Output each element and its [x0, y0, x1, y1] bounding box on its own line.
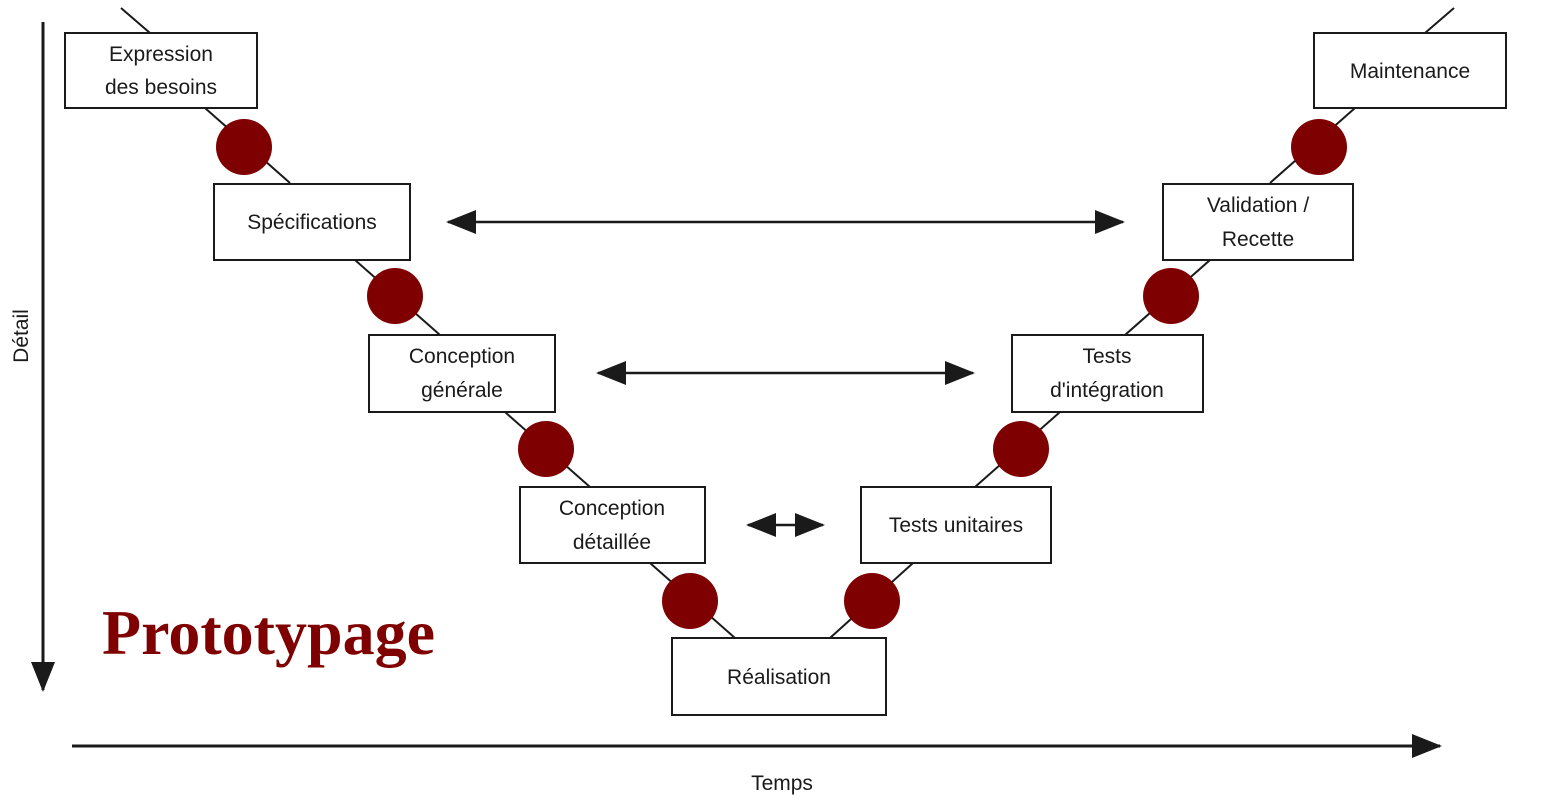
prototype-dot [518, 421, 574, 477]
phase-tests-unitaires-label: Tests unitaires [889, 514, 1023, 537]
phase-expression-line-2: des besoins [105, 76, 217, 99]
prototype-dot [993, 421, 1049, 477]
phase-validation-line-1: Validation / [1207, 194, 1310, 217]
phase-tests-integration: Tests d'intégration [1011, 334, 1204, 413]
prototype-dot [367, 268, 423, 324]
connector-top-left [120, 7, 151, 34]
prototypage-title: Prototypage [102, 597, 435, 668]
phase-expression-besoins: Expression des besoins [64, 32, 258, 109]
connector-top-right [1424, 7, 1455, 34]
correspondence-arrows [446, 210, 1125, 537]
phase-tests-integration-line-1: Tests [1082, 345, 1131, 368]
phase-conception-generale-line-1: Conception [409, 345, 515, 368]
vertical-axis-label: Détail [10, 309, 33, 363]
phase-conception-detaillee-line-1: Conception [559, 497, 665, 520]
prototype-dot [216, 119, 272, 175]
prototype-dot [1143, 268, 1199, 324]
horizontal-axis-label: Temps [751, 772, 813, 795]
phase-specifications-label: Spécifications [247, 211, 377, 234]
prototype-dots [216, 119, 1347, 629]
phase-maintenance: Maintenance [1313, 32, 1507, 109]
prototype-dot [1291, 119, 1347, 175]
phase-conception-detaillee: Conception détaillée [519, 486, 706, 564]
prototype-dot [844, 573, 900, 629]
phase-validation-line-2: Recette [1222, 228, 1294, 251]
prototype-dot [662, 573, 718, 629]
phase-conception-generale-line-2: générale [421, 379, 503, 402]
phase-conception-generale: Conception générale [368, 334, 556, 413]
v-connectors [120, 7, 1455, 639]
phase-realisation: Réalisation [671, 637, 887, 716]
phase-expression-line-1: Expression [109, 43, 213, 66]
phase-conception-detaillee-line-2: détaillée [573, 531, 651, 554]
phase-maintenance-label: Maintenance [1350, 60, 1470, 83]
phase-tests-unitaires: Tests unitaires [860, 486, 1052, 564]
phase-validation-recette: Validation / Recette [1162, 183, 1354, 261]
phase-specifications: Spécifications [213, 183, 411, 261]
phase-realisation-label: Réalisation [727, 666, 831, 689]
phase-tests-integration-line-2: d'intégration [1050, 379, 1164, 402]
